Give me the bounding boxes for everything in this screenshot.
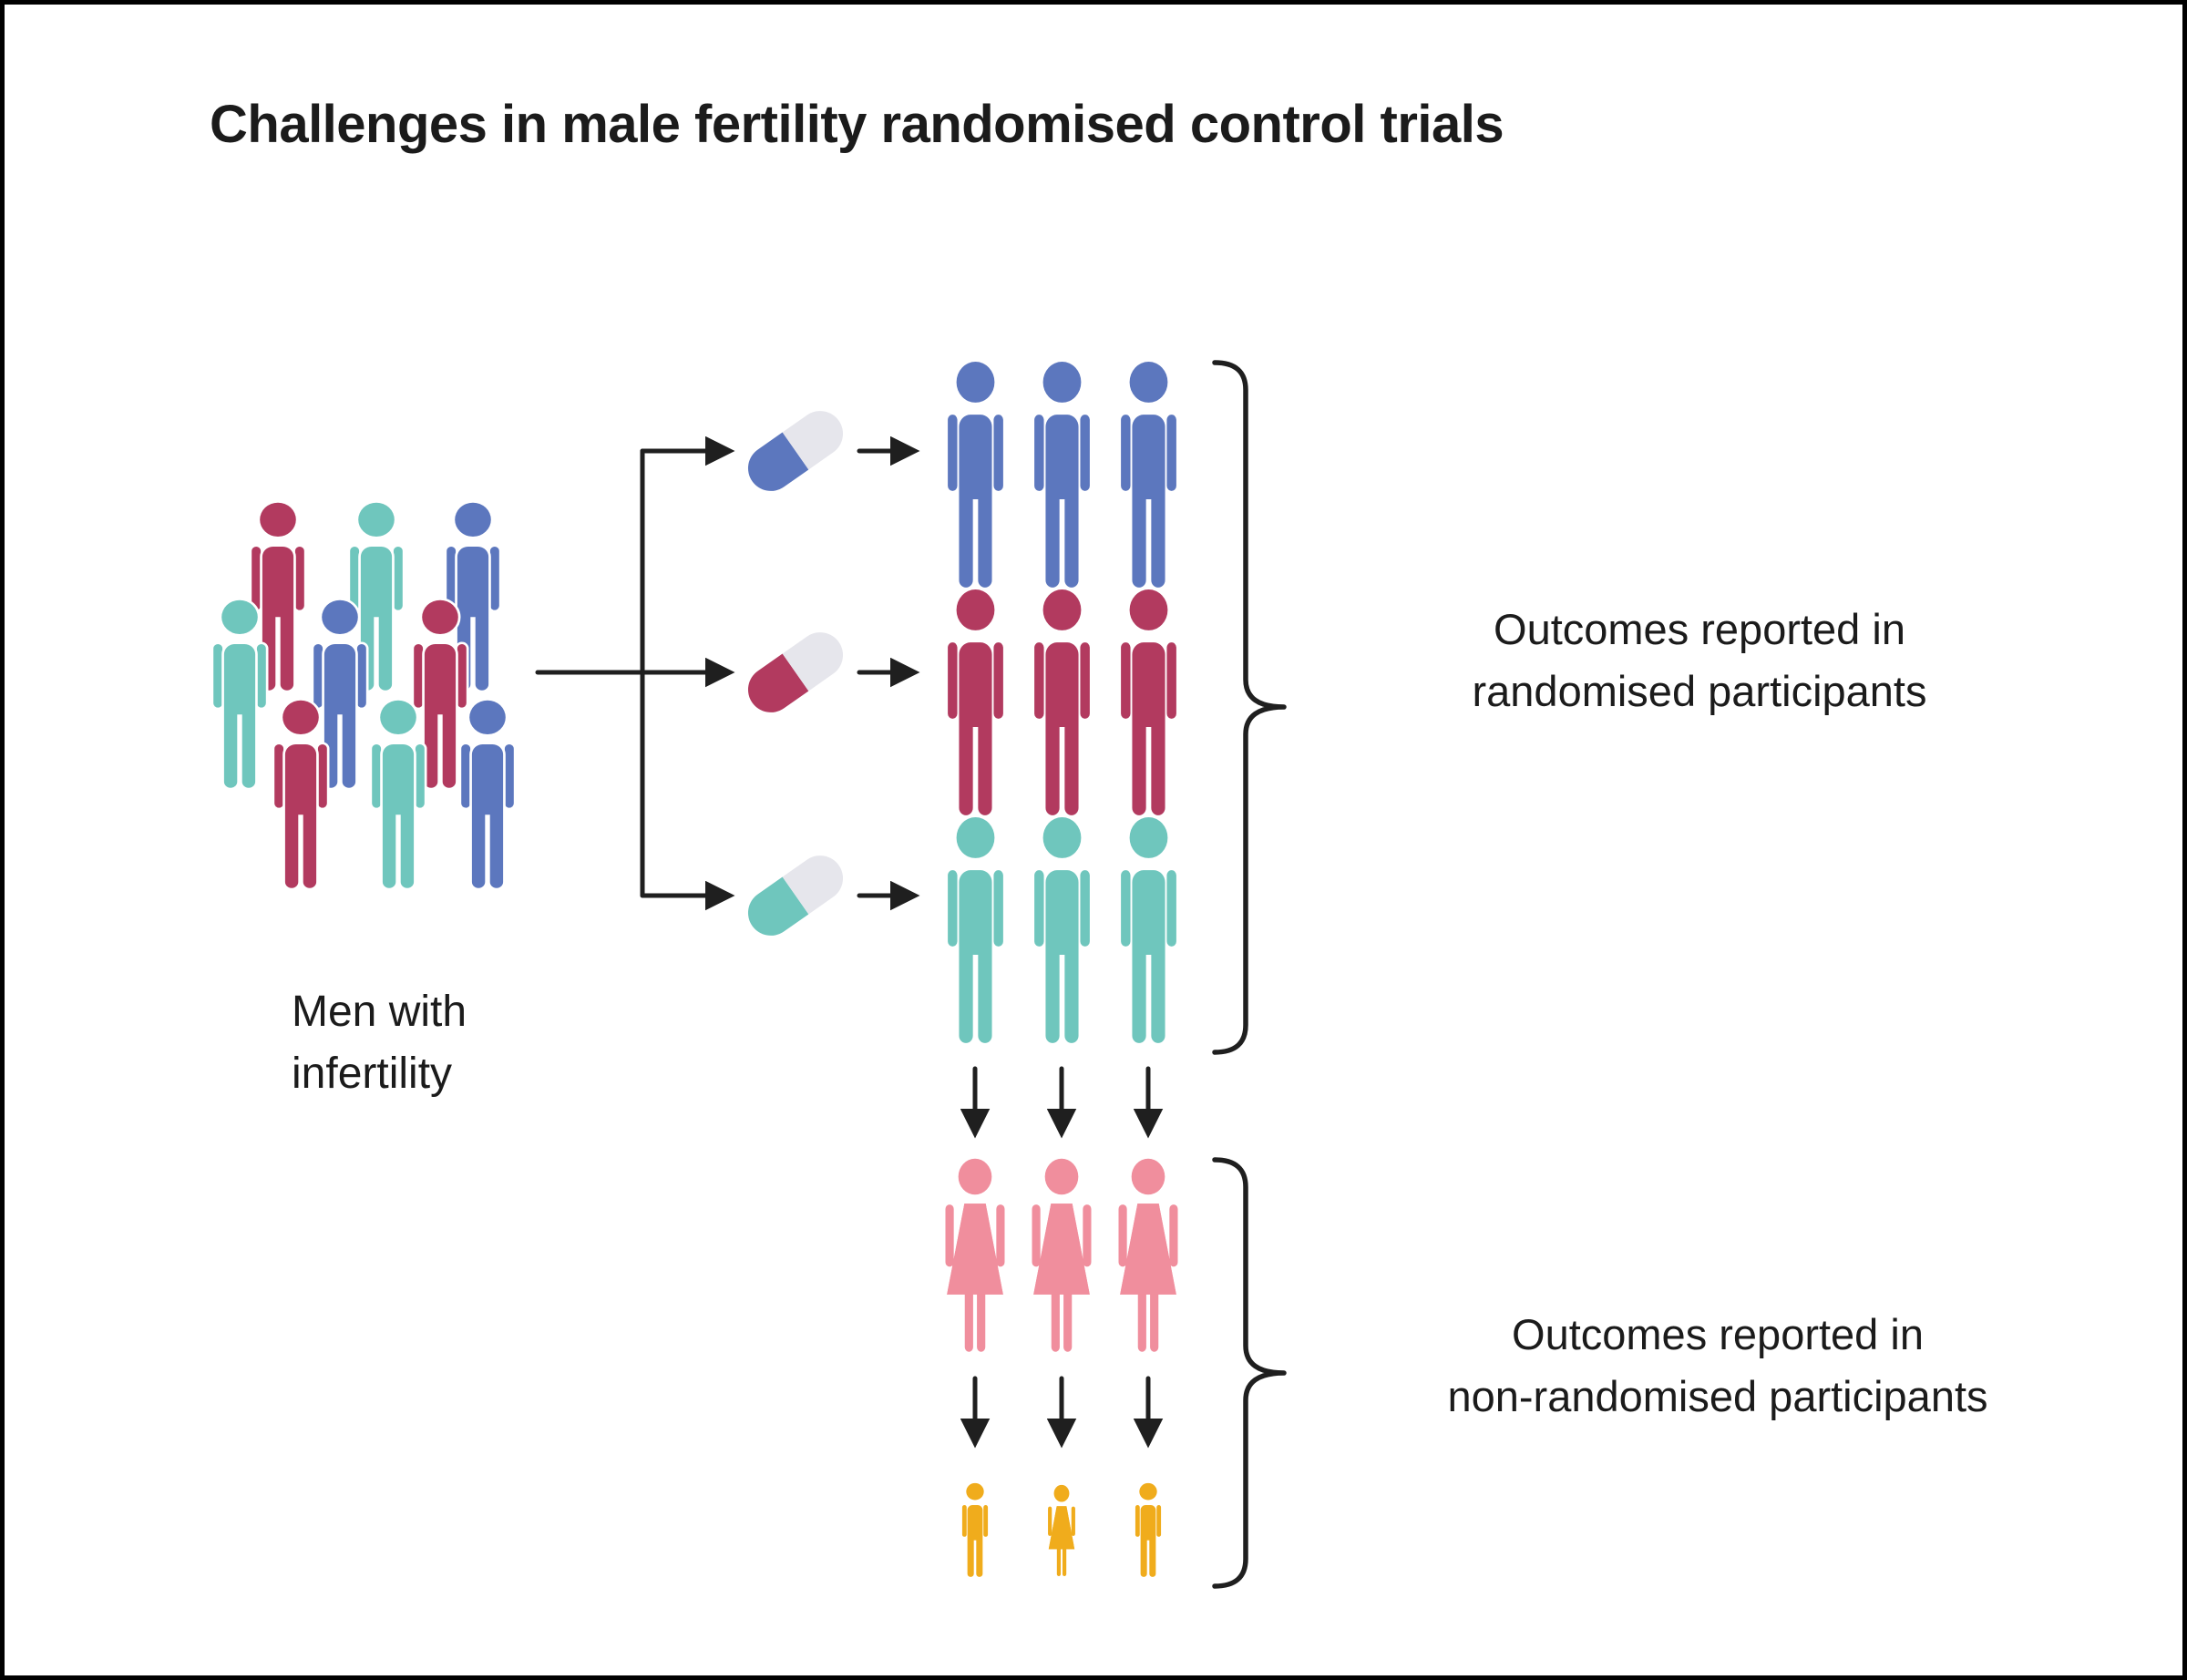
man-icon [1121, 589, 1176, 815]
man-icon [274, 701, 327, 888]
non-randomised-brace [1212, 1157, 1287, 1589]
pill-shell-half [782, 411, 844, 470]
arm-teal-participants [948, 817, 1176, 1043]
pill-teal-icon [747, 855, 844, 936]
child-icon [1135, 1482, 1162, 1577]
figure-title: Challenges in male fertility randomised … [210, 95, 1504, 154]
man-icon [948, 589, 1003, 815]
to-offspring-arrows [960, 1376, 1164, 1449]
man-icon [1121, 362, 1176, 588]
pill-colored-half [747, 653, 809, 712]
woman-icon [1032, 1158, 1092, 1352]
female-partners-row [945, 1158, 1178, 1352]
woman-icon [1118, 1158, 1178, 1352]
child-icon [1048, 1484, 1075, 1577]
randomisation-arrows [535, 435, 920, 911]
arm-crimson-participants [948, 589, 1176, 815]
man-icon [1034, 589, 1090, 815]
man-icon [1034, 362, 1090, 588]
pill-colored-half [747, 876, 809, 936]
pill-blue-icon [747, 411, 844, 491]
pill-shell-half [782, 632, 844, 691]
child-icon [961, 1482, 989, 1577]
pill-colored-half [747, 432, 809, 491]
man-icon [1121, 817, 1176, 1043]
diagram-canvas [5, 360, 1287, 1589]
man-icon [461, 701, 514, 888]
man-icon [372, 701, 425, 888]
to-partners-arrows [960, 1066, 1164, 1139]
men-group-label: Men with infertility [292, 988, 467, 1099]
randomised-outcomes-label: Outcomes reported in randomised particip… [1472, 605, 1927, 716]
men-with-infertility-cluster [213, 503, 514, 888]
randomised-brace [1212, 360, 1287, 1055]
man-icon [1034, 817, 1090, 1043]
non-randomised-outcomes-label: Outcomes reported in non-randomised part… [1447, 1310, 1988, 1421]
arm-blue-participants [948, 362, 1176, 588]
man-icon [213, 600, 266, 788]
man-icon [948, 817, 1003, 1043]
pill-shell-half [782, 855, 844, 915]
woman-icon [945, 1158, 1005, 1352]
pill-pink-icon [747, 632, 844, 712]
offspring-row [961, 1482, 1162, 1577]
man-icon [948, 362, 1003, 588]
